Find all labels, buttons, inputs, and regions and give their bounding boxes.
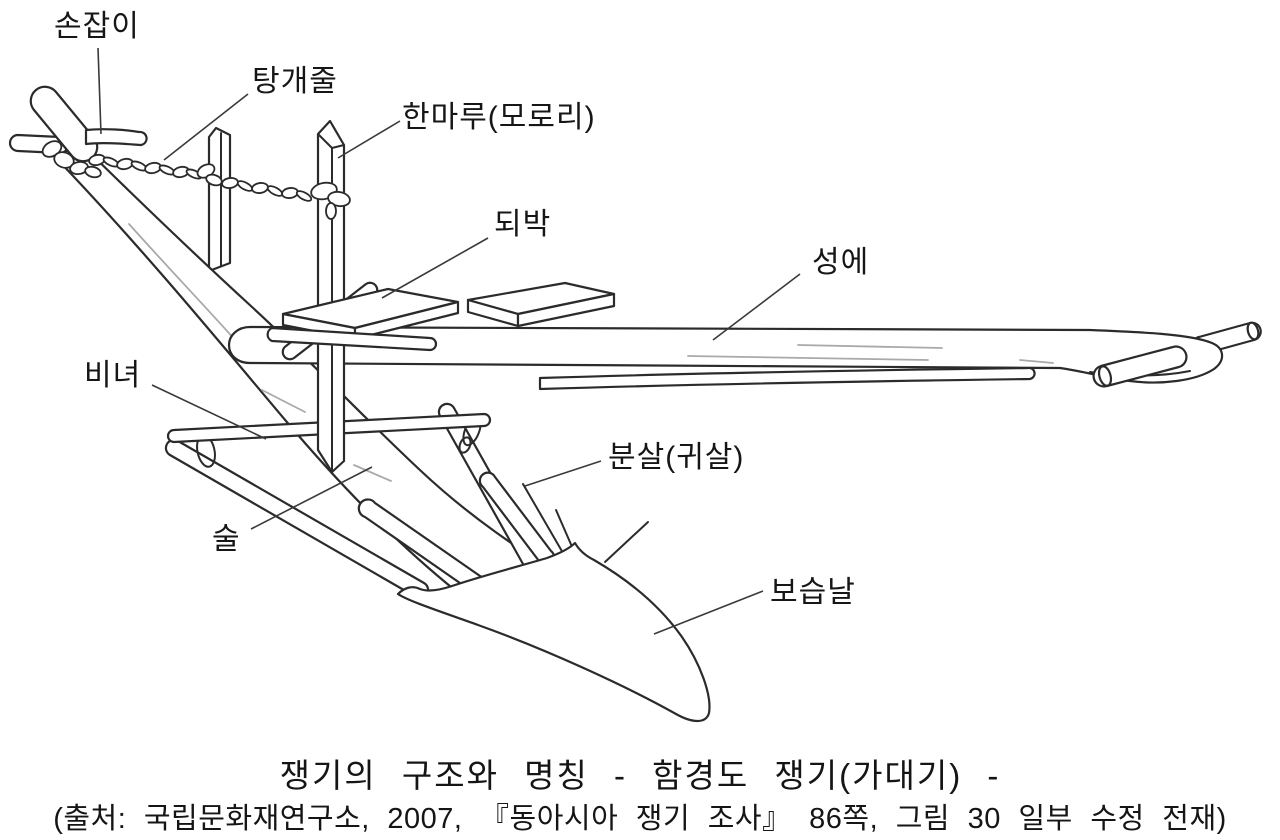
- boseupnal-blade: [396, 541, 711, 723]
- label-bunsal: 분살(귀살): [608, 441, 744, 474]
- leader-sul: [250, 466, 373, 530]
- label-hanmaru: 한마루(모로리): [402, 101, 596, 134]
- label-sonjabi: 손잡이: [54, 10, 140, 43]
- plow-parts: [8, 85, 1262, 723]
- hanmaru-post: [316, 119, 346, 474]
- leader-sonjabi: [97, 47, 102, 135]
- leader-boseupnal: [653, 590, 764, 635]
- leader-lines: [97, 47, 801, 635]
- label-binyeo: 비녀: [84, 359, 141, 392]
- label-boseupnal: 보습날: [770, 576, 856, 609]
- seonge-beam: [227, 325, 1224, 384]
- figure-caption: 쟁기의 구조와 명칭 - 함경도 쟁기(가대기) -: [279, 757, 1001, 794]
- leader-hanmaru: [337, 120, 401, 159]
- tanggaejul-chain: [41, 140, 351, 220]
- side-rail: [538, 366, 1036, 391]
- figure-source: (출처: 국립문화재연구소, 2007, 『동아시아 쟁기 조사』 86쪽, 그…: [53, 803, 1227, 835]
- yoke-peg-lower: [1092, 345, 1188, 388]
- label-sul: 술: [212, 523, 241, 556]
- label-seonge: 성에: [812, 246, 869, 279]
- leader-binyeo: [151, 384, 267, 440]
- leader-seonge: [712, 273, 801, 341]
- leader-bunsal: [524, 460, 602, 487]
- doebak-boards: [266, 281, 616, 352]
- label-doebak: 되박: [494, 208, 551, 241]
- leader-doebak: [381, 237, 489, 299]
- part-labels: 손잡이 탕개줄 한마루(모로리) 되박 성에 비녀 술 분살(귀살) 보습날: [54, 10, 869, 609]
- sonjabi-handle: [8, 85, 148, 163]
- leader-tanggaejul: [163, 93, 249, 161]
- label-tanggaejul: 탕개줄: [252, 65, 338, 98]
- tension-post: [207, 126, 232, 273]
